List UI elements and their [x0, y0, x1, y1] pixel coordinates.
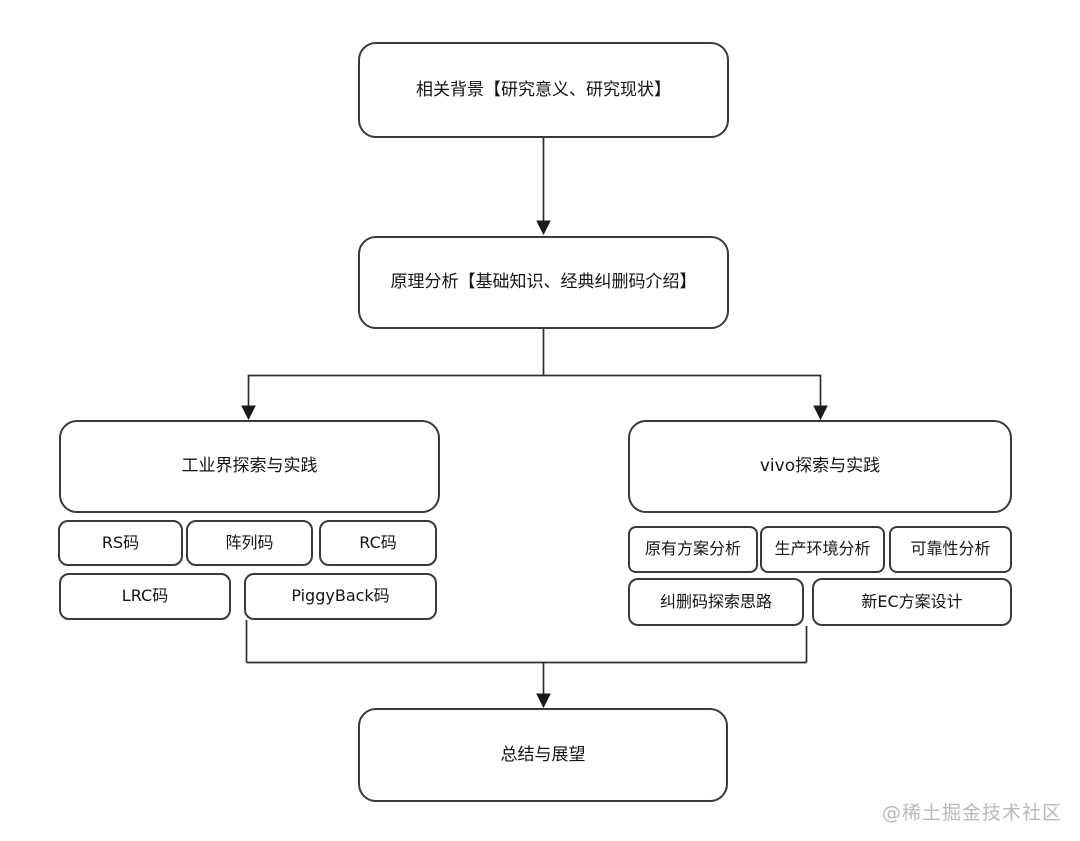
node-production-env-analysis: 生产环境分析 [760, 526, 885, 573]
node-vivo-practice: vivo探索与实践 [628, 420, 1012, 513]
node-array-code: 阵列码 [186, 520, 313, 566]
node-reliability-analysis: 可靠性分析 [889, 526, 1012, 573]
arrowhead-vivo [813, 405, 828, 421]
node-lrc-code: LRC码 [59, 573, 231, 620]
watermark-text: @稀土掘金技术社区 [881, 802, 1062, 824]
arrowhead-principle [536, 220, 551, 236]
node-piggyback-code: PiggyBack码 [244, 573, 437, 620]
node-rc-code: RC码 [319, 520, 437, 566]
node-industry-practice: 工业界探索与实践 [59, 420, 440, 513]
arrowhead-summary [536, 693, 551, 709]
node-related-background: 相关背景【研究意义、研究现状】 [358, 42, 729, 138]
node-summary-outlook: 总结与展望 [358, 708, 728, 802]
node-existing-scheme-analysis: 原有方案分析 [628, 526, 758, 573]
node-erasure-code-exploration: 纠删码探索思路 [628, 578, 804, 626]
node-new-ec-design: 新EC方案设计 [812, 578, 1012, 626]
node-rs-code: RS码 [58, 520, 183, 566]
node-principle-analysis: 原理分析【基础知识、经典纠删码介绍】 [358, 236, 729, 329]
arrowhead-industry [241, 405, 256, 421]
